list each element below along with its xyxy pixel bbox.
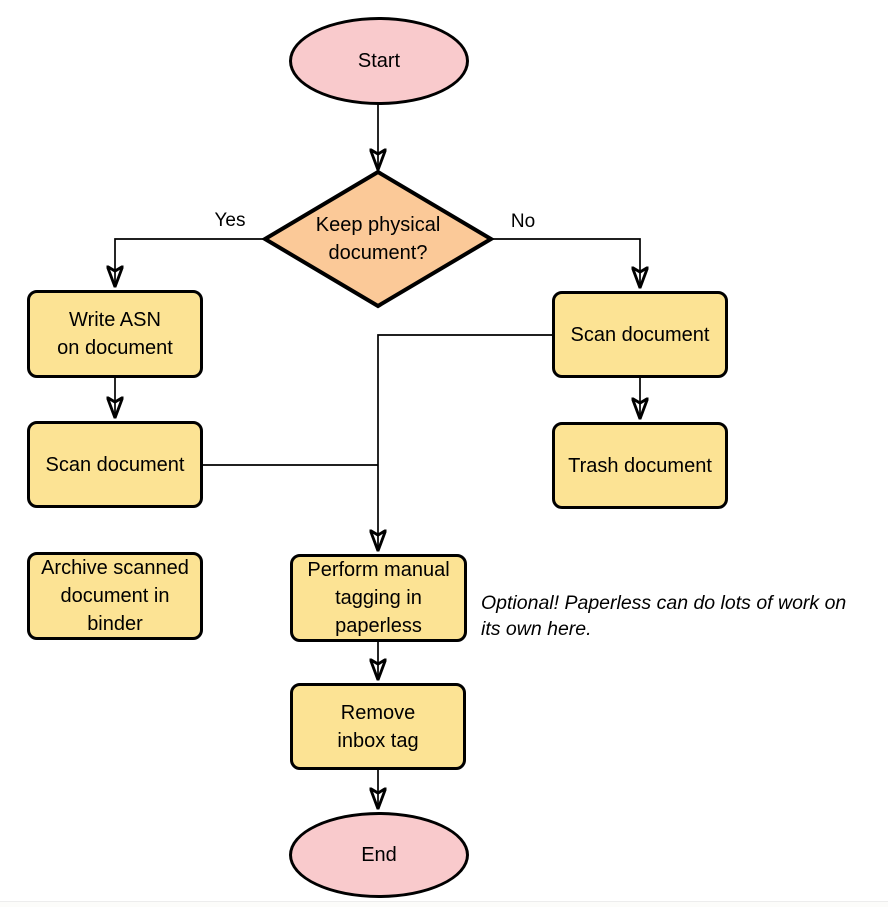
edge-decision-no-to-scan-right — [491, 238, 640, 287]
decision-diamond-shape — [261, 169, 495, 309]
scan-document-left-label: Scan document — [45, 453, 185, 476]
edge-scan-right-to-tagging — [378, 334, 552, 550]
end-node-label: End — [361, 844, 397, 866]
trash-document-node: Trash document — [552, 422, 728, 509]
edge-label-no: No — [497, 211, 549, 233]
scan-document-right-node: Scan document — [552, 291, 728, 378]
manual-tagging-label: Perform manual tagging in paperless — [307, 559, 450, 637]
edge-label-yes: Yes — [204, 210, 256, 232]
archive-node: Archive scanned document in binder — [27, 552, 203, 640]
write-asn-node-label: Write ASN on document — [57, 309, 173, 359]
archive-node-label: Archive scanned document in binder — [41, 557, 189, 635]
edge-decision-yes-to-write-asn — [115, 238, 265, 286]
page-bottom-edge — [0, 901, 888, 907]
decision-node-label: Keep physical document? — [315, 214, 441, 264]
start-node-label: Start — [357, 50, 401, 72]
write-asn-node: Write ASN on document — [27, 290, 203, 378]
trash-document-label: Trash document — [568, 454, 712, 477]
start-node: Start — [289, 17, 469, 105]
annotation-note: Optional! Paperless can do lots of work … — [481, 592, 847, 640]
scan-document-right-label: Scan document — [570, 323, 710, 346]
remove-inbox-tag-node: Remove inbox tag — [290, 683, 466, 770]
scan-document-left-node: Scan document — [27, 421, 203, 508]
remove-inbox-tag-label: Remove inbox tag — [337, 701, 419, 752]
decision-node: Keep physical document? — [283, 205, 473, 273]
manual-tagging-node: Perform manual tagging in paperless — [290, 554, 467, 642]
end-node: End — [289, 812, 469, 898]
